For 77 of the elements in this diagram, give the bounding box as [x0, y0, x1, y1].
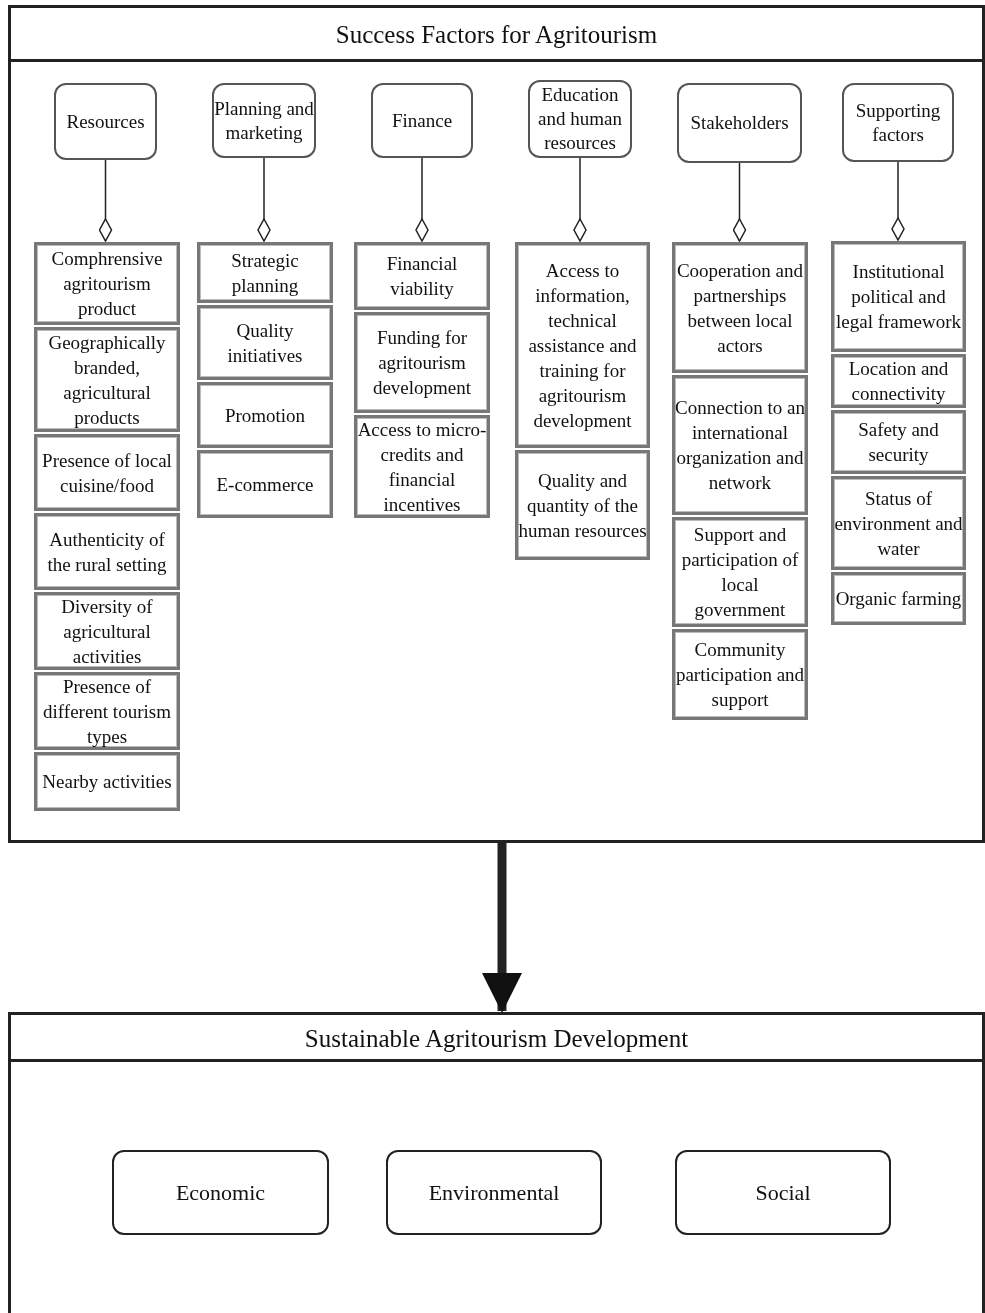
- factor-box: [831, 354, 966, 408]
- box-label: Nearby activities: [42, 770, 172, 794]
- aggregation-connector: [891, 161, 905, 241]
- factor-box: [672, 517, 808, 627]
- factor-box: [831, 572, 966, 625]
- factor-box: [515, 450, 650, 560]
- box-label: Planning and marketing: [214, 96, 314, 145]
- box-label: Financial viability: [385, 252, 459, 301]
- panel-title: Sustainable Agritourism Development: [11, 1015, 982, 1062]
- box-label: Access to information, technical assistance and training for agritourism development: [527, 258, 638, 433]
- box-label: Support and participation of local government: [680, 523, 800, 622]
- category-box: [212, 83, 316, 158]
- box-label: E-commerce: [216, 472, 314, 497]
- box-label: Finance: [391, 108, 453, 133]
- category-box: [677, 83, 802, 163]
- box-label: Authenticity of the rural setting: [46, 527, 168, 577]
- factor-box: [34, 242, 180, 325]
- box-label: Strategic planning: [230, 248, 300, 298]
- box-label: Comphrensive agritourism product: [50, 247, 164, 321]
- factor-box: [197, 242, 333, 303]
- factor-box: [34, 513, 180, 590]
- box-label: Presence of different tourism types: [42, 674, 172, 749]
- aggregation-connector: [98, 159, 113, 242]
- factor-box: [34, 592, 180, 670]
- box-label: Presence of local cuisine/food: [41, 448, 173, 498]
- box-label: Quality and quantity of the human resources: [518, 468, 647, 543]
- panel: [8, 1012, 985, 1313]
- factor-box: [831, 476, 966, 570]
- category-box: [842, 83, 954, 162]
- box-label: Funding for agritourism development: [371, 326, 473, 400]
- outcome-box: [675, 1150, 891, 1235]
- factor-box: [197, 382, 333, 448]
- factor-box: [515, 242, 650, 448]
- factor-box: [672, 629, 808, 720]
- panel: [8, 5, 985, 843]
- box-label: Promotion: [224, 403, 306, 428]
- box-label: Economic: [175, 1179, 266, 1206]
- factor-box: [354, 312, 490, 413]
- category-box: [528, 80, 632, 158]
- box-label: Quality initiatives: [226, 318, 304, 368]
- outcome-box: [386, 1150, 602, 1235]
- factor-box: [672, 375, 808, 515]
- panel-title: Success Factors for Agritourism: [11, 8, 982, 62]
- factor-box: [197, 305, 333, 380]
- aggregation-connector: [257, 157, 271, 242]
- factor-box: [34, 434, 180, 511]
- aggregation-connector: [732, 162, 747, 242]
- box-label: Connection to an international organization and network: [675, 396, 805, 495]
- box-label: Stakeholders: [690, 111, 789, 135]
- box-label: Geographically branded, agricultural products: [47, 330, 167, 430]
- box-label: Diversity of agricultural activities: [60, 594, 154, 669]
- factor-box: [34, 752, 180, 811]
- aggregation-connector: [415, 157, 429, 242]
- arrow: [482, 843, 522, 1013]
- box-label: Location and connectivity: [847, 357, 950, 406]
- factor-box: [831, 241, 966, 352]
- box-label: Access to micro-credits and financial incentives: [357, 417, 487, 517]
- box-label: Cooperation and partnerships between local actors: [675, 258, 805, 358]
- box-label: Community participation and support: [675, 638, 805, 712]
- box-label: Supporting factors: [854, 98, 942, 147]
- box-label: Education and human resources: [537, 83, 623, 155]
- factor-box: [34, 327, 180, 432]
- box-label: Status of environment and water: [834, 486, 963, 561]
- box-label: Institutional political and legal framework: [835, 260, 962, 334]
- factor-box: [354, 242, 490, 310]
- aggregation-connector: [573, 157, 587, 242]
- box-label: Safety and security: [857, 418, 940, 467]
- box-label: Social: [755, 1179, 811, 1206]
- category-box: [54, 83, 157, 160]
- box-label: Organic farming: [835, 587, 962, 611]
- category-box: [371, 83, 473, 158]
- factor-box: [197, 450, 333, 518]
- factor-box: [672, 242, 808, 373]
- factor-box: [831, 410, 966, 474]
- outcome-box: [112, 1150, 329, 1235]
- box-label: Environmental: [428, 1179, 560, 1206]
- box-label: Resources: [66, 109, 145, 134]
